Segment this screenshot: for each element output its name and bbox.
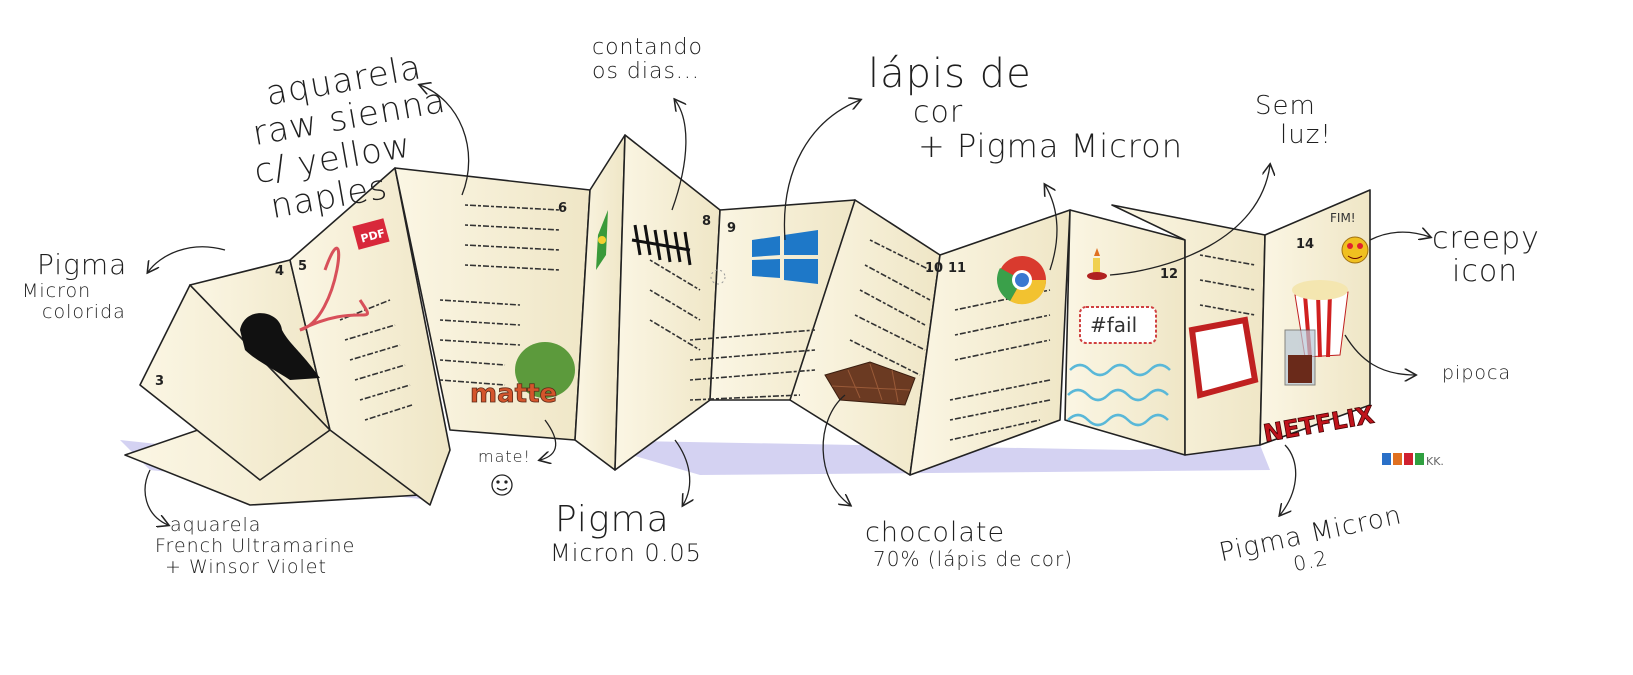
svg-text:#fail: #fail [1090, 313, 1137, 337]
heart-eyes-emoji-icon [1341, 236, 1369, 264]
fim-label: FIM! [1330, 211, 1356, 225]
waves-icon [1067, 363, 1171, 427]
chocolate-icon [824, 361, 916, 406]
candle-icon [1087, 248, 1107, 280]
svg-text:PDF: PDF [359, 227, 386, 246]
page-5 [289, 167, 451, 506]
signature: KK. [1382, 453, 1444, 468]
annotation-lapis-de-cor: lápis de cor + Pigma Micron [868, 51, 1184, 165]
annotation-ultramarine: aquarela French Ultramarine + Winsor Vio… [155, 514, 356, 578]
page-numbers: 3 4 5 6 8 9 10 11 12 14 [155, 201, 1314, 389]
handwritten-lines [339, 204, 1256, 441]
svg-text:5: 5 [298, 259, 307, 274]
svg-text:8: 8 [702, 214, 711, 229]
loading-icon [710, 269, 726, 285]
mate-leaf-icon: matte [470, 342, 575, 409]
annotation-arrows [144, 85, 1430, 525]
svg-text:12: 12 [1160, 267, 1178, 282]
annotation-pigma-005: Pigma Micron 0.05 [550, 499, 702, 567]
svg-text:KK.: KK. [1426, 455, 1444, 468]
svg-text:3: 3 [155, 374, 164, 389]
annotation-mate: mate! [478, 447, 531, 466]
fail-badge: #fail [1079, 306, 1157, 344]
pdf-icon: PDF [299, 218, 390, 332]
annotation-chocolate: chocolate 70% (lápis de cor) [865, 517, 1074, 571]
page-11 [909, 209, 1071, 476]
smiley-icon [491, 474, 513, 496]
svg-text:11: 11 [948, 261, 966, 276]
svg-text:10: 10 [925, 261, 943, 276]
svg-text:4: 4 [275, 264, 284, 279]
svg-text:9: 9 [727, 221, 736, 236]
silhouette-icon [240, 313, 320, 380]
annotation-pipoca: pipoca [1442, 362, 1512, 384]
page-13 [1111, 204, 1266, 456]
page-8 [614, 134, 721, 471]
svg-text:matte: matte [470, 379, 557, 409]
windows-icon [752, 230, 818, 284]
tally-marks-icon [631, 224, 692, 266]
chrome-icon [996, 256, 1047, 305]
brazil-flag-icon [596, 210, 608, 270]
svg-text:6: 6 [558, 201, 567, 216]
popcorn-icon [1284, 280, 1349, 386]
svg-text:14: 14 [1296, 237, 1314, 252]
gmail-icon [1188, 316, 1259, 399]
annotation-pigma-colorida: Pigma Micron colorida [22, 248, 128, 323]
